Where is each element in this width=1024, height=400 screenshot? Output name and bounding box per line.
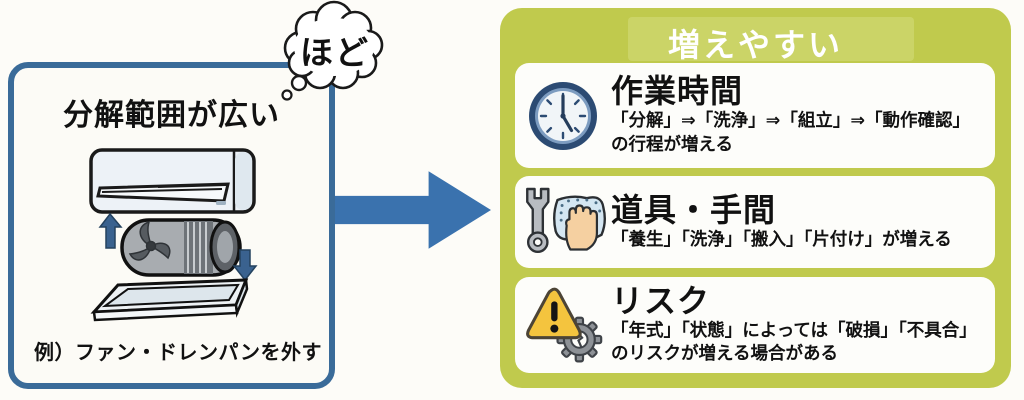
card-desc-line: 「養生」「洗浄」「搬入」「片付け」が増える bbox=[611, 229, 952, 250]
fan-blades-icon bbox=[128, 220, 171, 261]
thought-bubble-text: ほど bbox=[300, 33, 370, 72]
card-desc-line: のリスクが増える場合がある bbox=[611, 344, 838, 365]
panel-title-band bbox=[628, 17, 914, 61]
warning-gear-icon bbox=[515, 285, 611, 365]
increase-panel: 増えやすい bbox=[500, 8, 1011, 388]
card-tools-effort: 道具・手間 「養生」「洗浄」「搬入」「片付け」が増える bbox=[515, 176, 995, 268]
card-risk: リスク 「年式」「状態」によっては「破損」「不具合」 のリスクが増える場合がある bbox=[515, 277, 995, 373]
warning-triangle-icon bbox=[526, 287, 582, 340]
card-work-time: 作業時間 「分解」⇒「洗浄」⇒「組立」⇒「動作確認」 の行程が増える bbox=[515, 63, 995, 168]
card-desc-line: の行程が増える bbox=[611, 134, 733, 155]
hand-icon bbox=[565, 204, 599, 251]
card-desc-line: 「年式」「状態」によっては「破損」「不具合」 bbox=[611, 320, 977, 341]
flow-arrow-icon bbox=[335, 171, 491, 249]
down-arrow-icon bbox=[232, 249, 258, 282]
aircon-unit-icon bbox=[89, 148, 256, 214]
panel-title: 増えやすい bbox=[667, 26, 843, 64]
thought-bubble-icon bbox=[281, 0, 384, 101]
drainpan-icon bbox=[90, 278, 249, 322]
up-arrow-icon bbox=[98, 212, 123, 249]
example-caption: 例）ファン・ドレンパンを外す bbox=[34, 340, 322, 364]
wrench-wipe-icon bbox=[515, 184, 611, 260]
card-title-work-time: 作業時間 bbox=[611, 72, 744, 111]
disassembly-title: 分解範囲が広い bbox=[63, 98, 280, 133]
aircon-illustration bbox=[89, 148, 258, 322]
clock-icon bbox=[515, 79, 611, 153]
disassembly-box: 分解範囲が広い bbox=[8, 62, 335, 389]
fan-icon bbox=[120, 218, 242, 277]
card-title-risk: リスク bbox=[611, 281, 711, 320]
card-title-tools: 道具・手間 bbox=[611, 190, 777, 229]
card-desc-line: 「分解」⇒「洗浄」⇒「組立」⇒「動作確認」 bbox=[611, 111, 970, 132]
wrench-icon bbox=[526, 187, 550, 253]
